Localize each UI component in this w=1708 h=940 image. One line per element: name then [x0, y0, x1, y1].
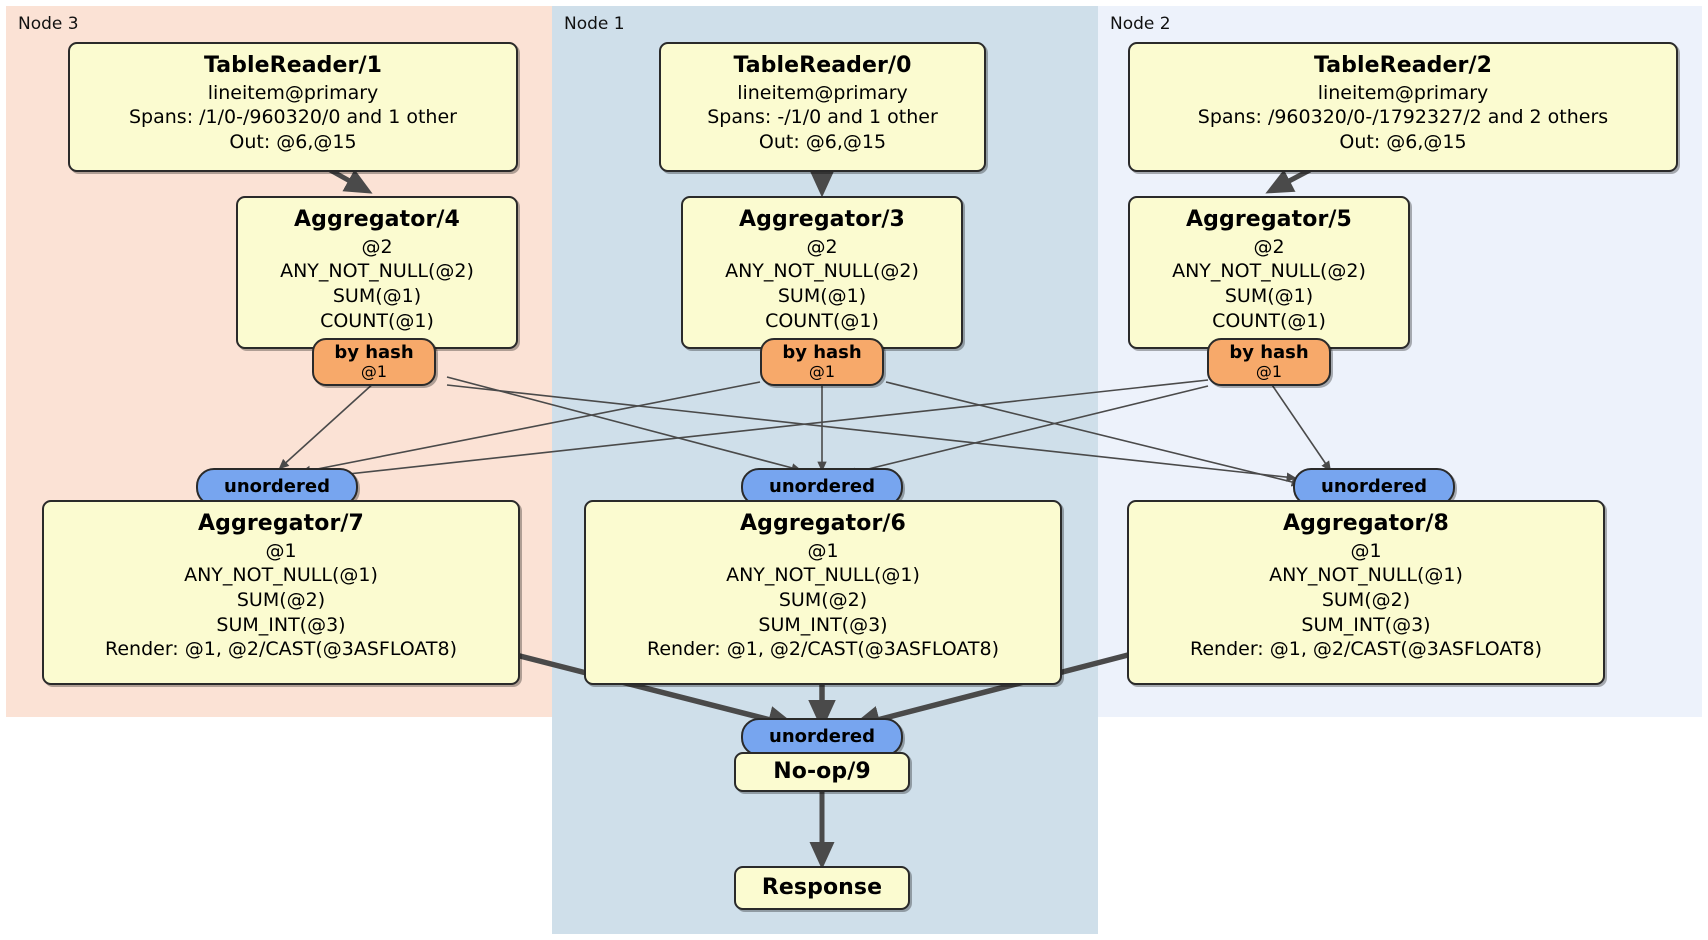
- synchronizer-badge-primary: unordered: [1321, 476, 1427, 498]
- node-panel-label-node1: Node 1: [564, 14, 625, 34]
- processor-line: Out: @6,@15: [229, 130, 357, 153]
- processor-line: Spans: /960320/0-/1792327/2 and 2 others: [1197, 106, 1609, 129]
- processor-line: SUM(@2): [778, 588, 868, 611]
- synchronizer-badge-unordered-left[interactable]: unordered: [196, 468, 358, 506]
- router-badge-secondary: @1: [360, 361, 388, 381]
- synchronizer-badge-unordered-mid[interactable]: unordered: [741, 468, 903, 506]
- processor-line: lineitem@primary: [737, 81, 908, 104]
- router-badge-secondary: @1: [808, 361, 836, 381]
- processor-line: ANY_NOT_NULL(@1): [184, 564, 378, 587]
- processor-tablereader-0[interactable]: TableReader/0 lineitem@primary Spans: -/…: [659, 42, 986, 172]
- processor-aggregator-3[interactable]: Aggregator/3 @2 ANY_NOT_NULL(@2) SUM(@1)…: [681, 196, 963, 349]
- processor-title: Aggregator/3: [739, 207, 905, 232]
- processor-line: Render: @1, @2/CAST(@3ASFLOAT8): [647, 638, 999, 661]
- synchronizer-badge-primary: unordered: [769, 476, 875, 498]
- processor-line: @2: [1253, 235, 1285, 258]
- processor-line: ANY_NOT_NULL(@2): [280, 260, 474, 283]
- processor-line: @2: [806, 235, 838, 258]
- processor-line: ANY_NOT_NULL(@1): [1269, 564, 1463, 587]
- processor-title: Response: [761, 874, 883, 900]
- processor-line: ANY_NOT_NULL(@1): [726, 564, 920, 587]
- processor-line: COUNT(@1): [765, 309, 879, 332]
- processor-line: @1: [807, 539, 839, 562]
- processor-line: COUNT(@1): [1212, 309, 1326, 332]
- processor-tablereader-2[interactable]: TableReader/2 lineitem@primary Spans: /9…: [1128, 42, 1678, 172]
- node-panel-label-node2: Node 2: [1110, 14, 1171, 34]
- processor-line: SUM_INT(@3): [1301, 613, 1431, 636]
- router-badge-by-hash-left[interactable]: by hash @1: [312, 338, 436, 386]
- processor-line: COUNT(@1): [320, 309, 434, 332]
- processor-line: Spans: /1/0-/960320/0 and 1 other: [129, 106, 457, 129]
- processor-line: Render: @1, @2/CAST(@3ASFLOAT8): [105, 638, 457, 661]
- processor-title: No-op/9: [773, 758, 871, 784]
- processor-line: @1: [1350, 539, 1382, 562]
- processor-line: SUM_INT(@3): [216, 613, 346, 636]
- synchronizer-badge-unordered-final[interactable]: unordered: [741, 718, 903, 756]
- processor-tablereader-1[interactable]: TableReader/1 lineitem@primary Spans: /1…: [68, 42, 518, 172]
- processor-line: SUM(@1): [332, 284, 422, 307]
- processor-aggregator-4[interactable]: Aggregator/4 @2 ANY_NOT_NULL(@2) SUM(@1)…: [236, 196, 518, 349]
- processor-title: TableReader/1: [203, 53, 383, 78]
- processor-title: Aggregator/8: [1283, 511, 1449, 536]
- synchronizer-badge-primary: unordered: [224, 476, 330, 498]
- processor-title: Aggregator/7: [198, 511, 364, 536]
- processor-line: @2: [361, 235, 393, 258]
- processor-line: Out: @6,@15: [1339, 130, 1467, 153]
- router-badge-secondary: @1: [1255, 361, 1283, 381]
- synchronizer-badge-primary: unordered: [769, 726, 875, 748]
- processor-aggregator-7[interactable]: Aggregator/7 @1 ANY_NOT_NULL(@1) SUM(@2)…: [42, 500, 520, 685]
- router-badge-primary: by hash: [1229, 341, 1309, 363]
- router-badge-by-hash-mid[interactable]: by hash @1: [760, 338, 884, 386]
- processor-line: SUM(@1): [777, 284, 867, 307]
- router-badge-by-hash-right[interactable]: by hash @1: [1207, 338, 1331, 386]
- processor-line: SUM(@2): [1321, 588, 1411, 611]
- processor-noop-9[interactable]: No-op/9: [734, 752, 910, 792]
- processor-line: ANY_NOT_NULL(@2): [1172, 260, 1366, 283]
- processor-aggregator-6[interactable]: Aggregator/6 @1 ANY_NOT_NULL(@1) SUM(@2)…: [584, 500, 1062, 685]
- processor-response[interactable]: Response: [734, 866, 910, 910]
- processor-line: SUM(@1): [1224, 284, 1314, 307]
- processor-aggregator-8[interactable]: Aggregator/8 @1 ANY_NOT_NULL(@1) SUM(@2)…: [1127, 500, 1605, 685]
- node-panel-label-node3: Node 3: [18, 14, 79, 34]
- processor-line: SUM(@2): [236, 588, 326, 611]
- processor-line: lineitem@primary: [1317, 81, 1489, 104]
- processor-title: Aggregator/6: [740, 511, 906, 536]
- processor-line: ANY_NOT_NULL(@2): [725, 260, 919, 283]
- processor-title: Aggregator/5: [1186, 207, 1352, 232]
- processor-line: Render: @1, @2/CAST(@3ASFLOAT8): [1190, 638, 1542, 661]
- processor-line: SUM_INT(@3): [758, 613, 888, 636]
- processor-title: TableReader/2: [1313, 53, 1493, 78]
- processor-line: Spans: -/1/0 and 1 other: [707, 106, 938, 129]
- router-badge-primary: by hash: [334, 341, 414, 363]
- processor-line: @1: [265, 539, 297, 562]
- processor-line: lineitem@primary: [207, 81, 379, 104]
- processor-line: Out: @6,@15: [758, 130, 887, 153]
- processor-aggregator-5[interactable]: Aggregator/5 @2 ANY_NOT_NULL(@2) SUM(@1)…: [1128, 196, 1410, 349]
- processor-title: TableReader/0: [733, 53, 912, 78]
- processor-title: Aggregator/4: [294, 207, 460, 232]
- router-badge-primary: by hash: [782, 341, 862, 363]
